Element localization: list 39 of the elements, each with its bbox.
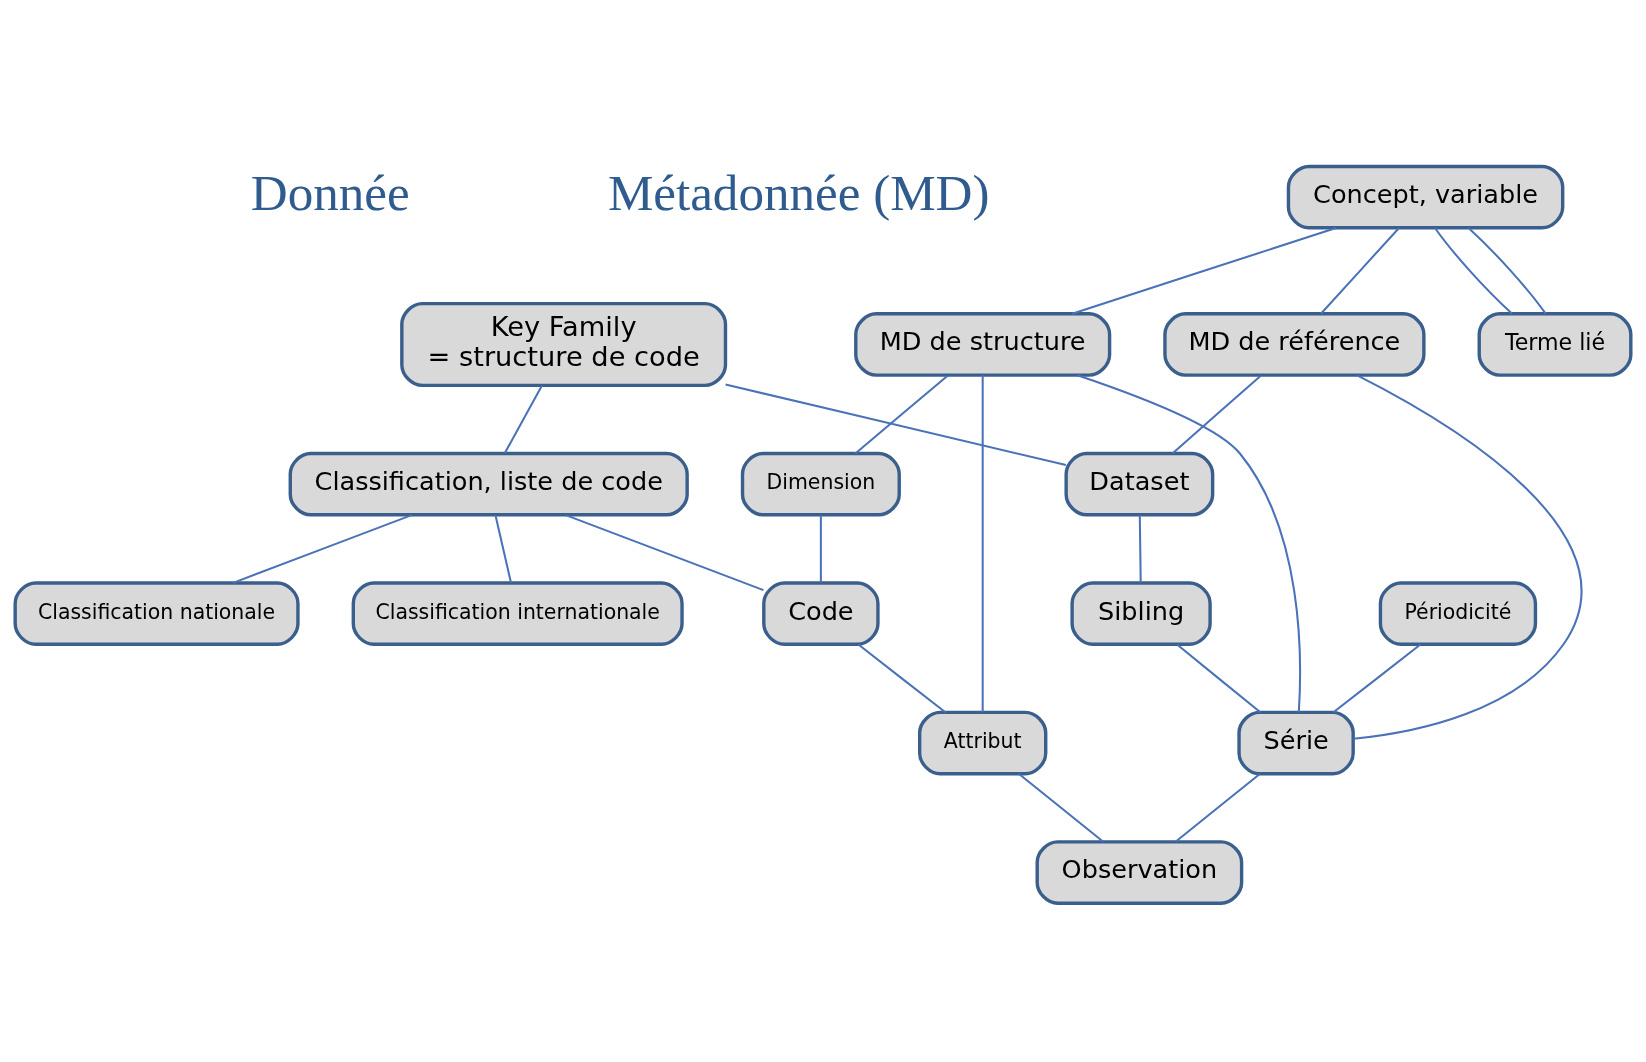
connector	[1138, 515, 1142, 583]
node-box: Classification, liste de code	[288, 451, 689, 517]
node-box: Classification internationale	[351, 581, 684, 646]
connector	[725, 383, 1067, 467]
node-box: MD de structure	[854, 312, 1112, 377]
connector	[1434, 227, 1513, 315]
connector	[981, 375, 984, 713]
connector	[857, 643, 946, 714]
node-box: Code	[762, 581, 880, 646]
node-box: Observation	[1035, 840, 1244, 905]
connector	[1467, 227, 1547, 315]
node-box: Périodicité	[1378, 581, 1538, 646]
node-box: Classification nationale	[13, 581, 300, 646]
connector	[1320, 227, 1400, 315]
connector	[494, 514, 512, 584]
connector	[1176, 643, 1261, 714]
node-box: Dataset	[1064, 451, 1215, 517]
connector	[819, 515, 822, 583]
node-box: Concept, variable	[1286, 164, 1565, 230]
node-box: Dimension	[740, 451, 901, 517]
node-box: Key Family = structure de code	[400, 301, 728, 388]
node-box: Sibling	[1070, 581, 1212, 646]
node-box: Attribut	[917, 710, 1048, 776]
node-box: Terme lié	[1477, 312, 1633, 377]
connector	[503, 385, 543, 454]
label: Métadonnée (MD)	[607, 163, 990, 221]
connector	[565, 514, 764, 592]
connector	[1071, 227, 1337, 315]
label: Donnée	[250, 163, 410, 221]
node-box: MD de référence	[1163, 312, 1426, 377]
connector	[1018, 773, 1104, 843]
connector	[1077, 374, 1302, 713]
connector	[1332, 643, 1422, 714]
node-box: Série	[1237, 710, 1355, 776]
connector	[1174, 773, 1261, 843]
connector	[854, 374, 949, 455]
connector	[232, 514, 413, 584]
connector	[1171, 375, 1262, 455]
connector	[1353, 374, 1583, 740]
